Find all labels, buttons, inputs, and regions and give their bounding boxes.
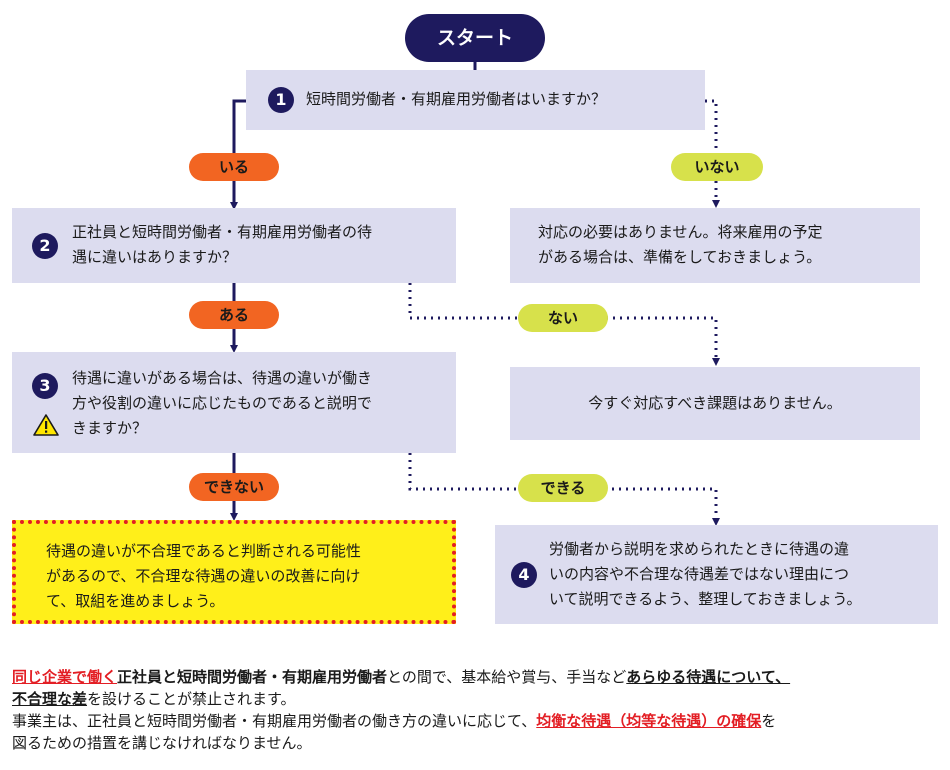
label-no-difference: ない: [518, 304, 608, 332]
start-node: スタート: [405, 14, 545, 62]
note-balanced-treatment: 均衡な待遇（均等な待遇）の確保: [536, 712, 762, 730]
step-number-3: 3: [32, 373, 58, 399]
result-no-action-line-2: がある場合は、準備をしておきましょう。: [538, 248, 822, 266]
step-number-2: 2: [32, 233, 58, 259]
result-improve-line-3: て、取組を進めましょう。: [46, 592, 225, 610]
result-4-box: 4 労働者から説明を求められたときに待遇の違 いの内容や不合理な待遇差ではない理…: [495, 525, 938, 624]
label-cannot-explain: できない: [189, 473, 279, 501]
step-number-1: 1: [268, 87, 294, 113]
step-number-4: 4: [511, 562, 537, 588]
result-no-action-needed: 対応の必要はありません。将来雇用の予定 がある場合は、準備をしておきましょう。: [510, 208, 920, 283]
note-paragraph-2: 事業主は、正社員と短時間労働者・有期雇用労働者の働き方の違いに応じて、均衡な待遇…: [12, 710, 942, 754]
note-same-company: 同じ企業で働く: [12, 668, 118, 686]
note-text-5: 図るための措置を講じなければなりません。: [12, 734, 312, 752]
question-3-line-3: きますか？: [72, 419, 148, 437]
explanatory-note: 同じ企業で働く正社員と短時間労働者・有期雇用労働者との間で、基本給や賞与、手当な…: [12, 666, 942, 754]
note-paragraph-1: 同じ企業で働く正社員と短時間労働者・有期雇用労働者との間で、基本給や賞与、手当な…: [12, 666, 942, 710]
result-no-action-line-1: 対応の必要はありません。将来雇用の予定: [538, 223, 823, 241]
question-2-box: 2 正社員と短時間労働者・有期雇用労働者の待 遇に違いはありますか？: [12, 208, 456, 283]
result-improve-unreasonable-gap: 待遇の違いが不合理であると判断される可能性 があるので、不合理な待遇の違いの改善…: [12, 520, 456, 624]
question-1-box: 1 短時間労働者・有期雇用労働者はいますか？: [246, 70, 705, 130]
question-3-box: 3 待遇に違いがある場合は、待遇の違いが働き 方や役割の違いに応じたものであると…: [12, 352, 456, 453]
label-no-exists: いない: [671, 153, 763, 181]
note-text-3: 事業主は、正社員と短時間労働者・有期雇用労働者の働き方の違いに応じて、: [12, 712, 537, 730]
result-no-task: 今すぐ対応すべき課題はありません。: [510, 367, 920, 440]
question-3-line-2: 方や役割の違いに応じたものであると説明で: [72, 394, 372, 412]
label-yes-exists: いる: [189, 153, 279, 181]
note-text-4: を: [761, 712, 777, 730]
question-1-text: 短時間労働者・有期雇用労働者はいますか？: [306, 90, 607, 108]
note-text-2: を設けることが禁止されます。: [87, 690, 296, 708]
result-improve-line-1: 待遇の違いが不合理であると判断される可能性: [46, 542, 361, 560]
note-text-1: との間で、基本給や賞与、手当など: [387, 668, 627, 686]
question-2-line-2: 遇に違いはありますか？: [72, 248, 238, 266]
note-unreasonable-difference: 不合理な差: [12, 690, 88, 708]
warning-icon: [33, 414, 59, 436]
note-all-treatment: あらゆる待遇について、: [626, 668, 791, 686]
result-no-task-text: 今すぐ対応すべき課題はありません。: [588, 394, 842, 412]
result-4-line-2: いの内容や不合理な待遇差ではない理由につ: [549, 565, 850, 583]
label-yes-difference: ある: [189, 301, 279, 329]
question-2-line-1: 正社員と短時間労働者・有期雇用労働者の待: [72, 223, 373, 241]
note-worker-types: 正社員と短時間労働者・有期雇用労働者: [117, 668, 388, 686]
result-4-line-3: いて説明できるよう、整理しておきましょう。: [549, 590, 862, 608]
label-can-explain: できる: [518, 474, 608, 502]
result-improve-line-2: があるので、不合理な待遇の違いの改善に向け: [46, 567, 361, 585]
question-3-line-1: 待遇に違いがある場合は、待遇の違いが働き: [72, 369, 373, 387]
result-4-line-1: 労働者から説明を求められたときに待遇の違: [549, 540, 850, 558]
